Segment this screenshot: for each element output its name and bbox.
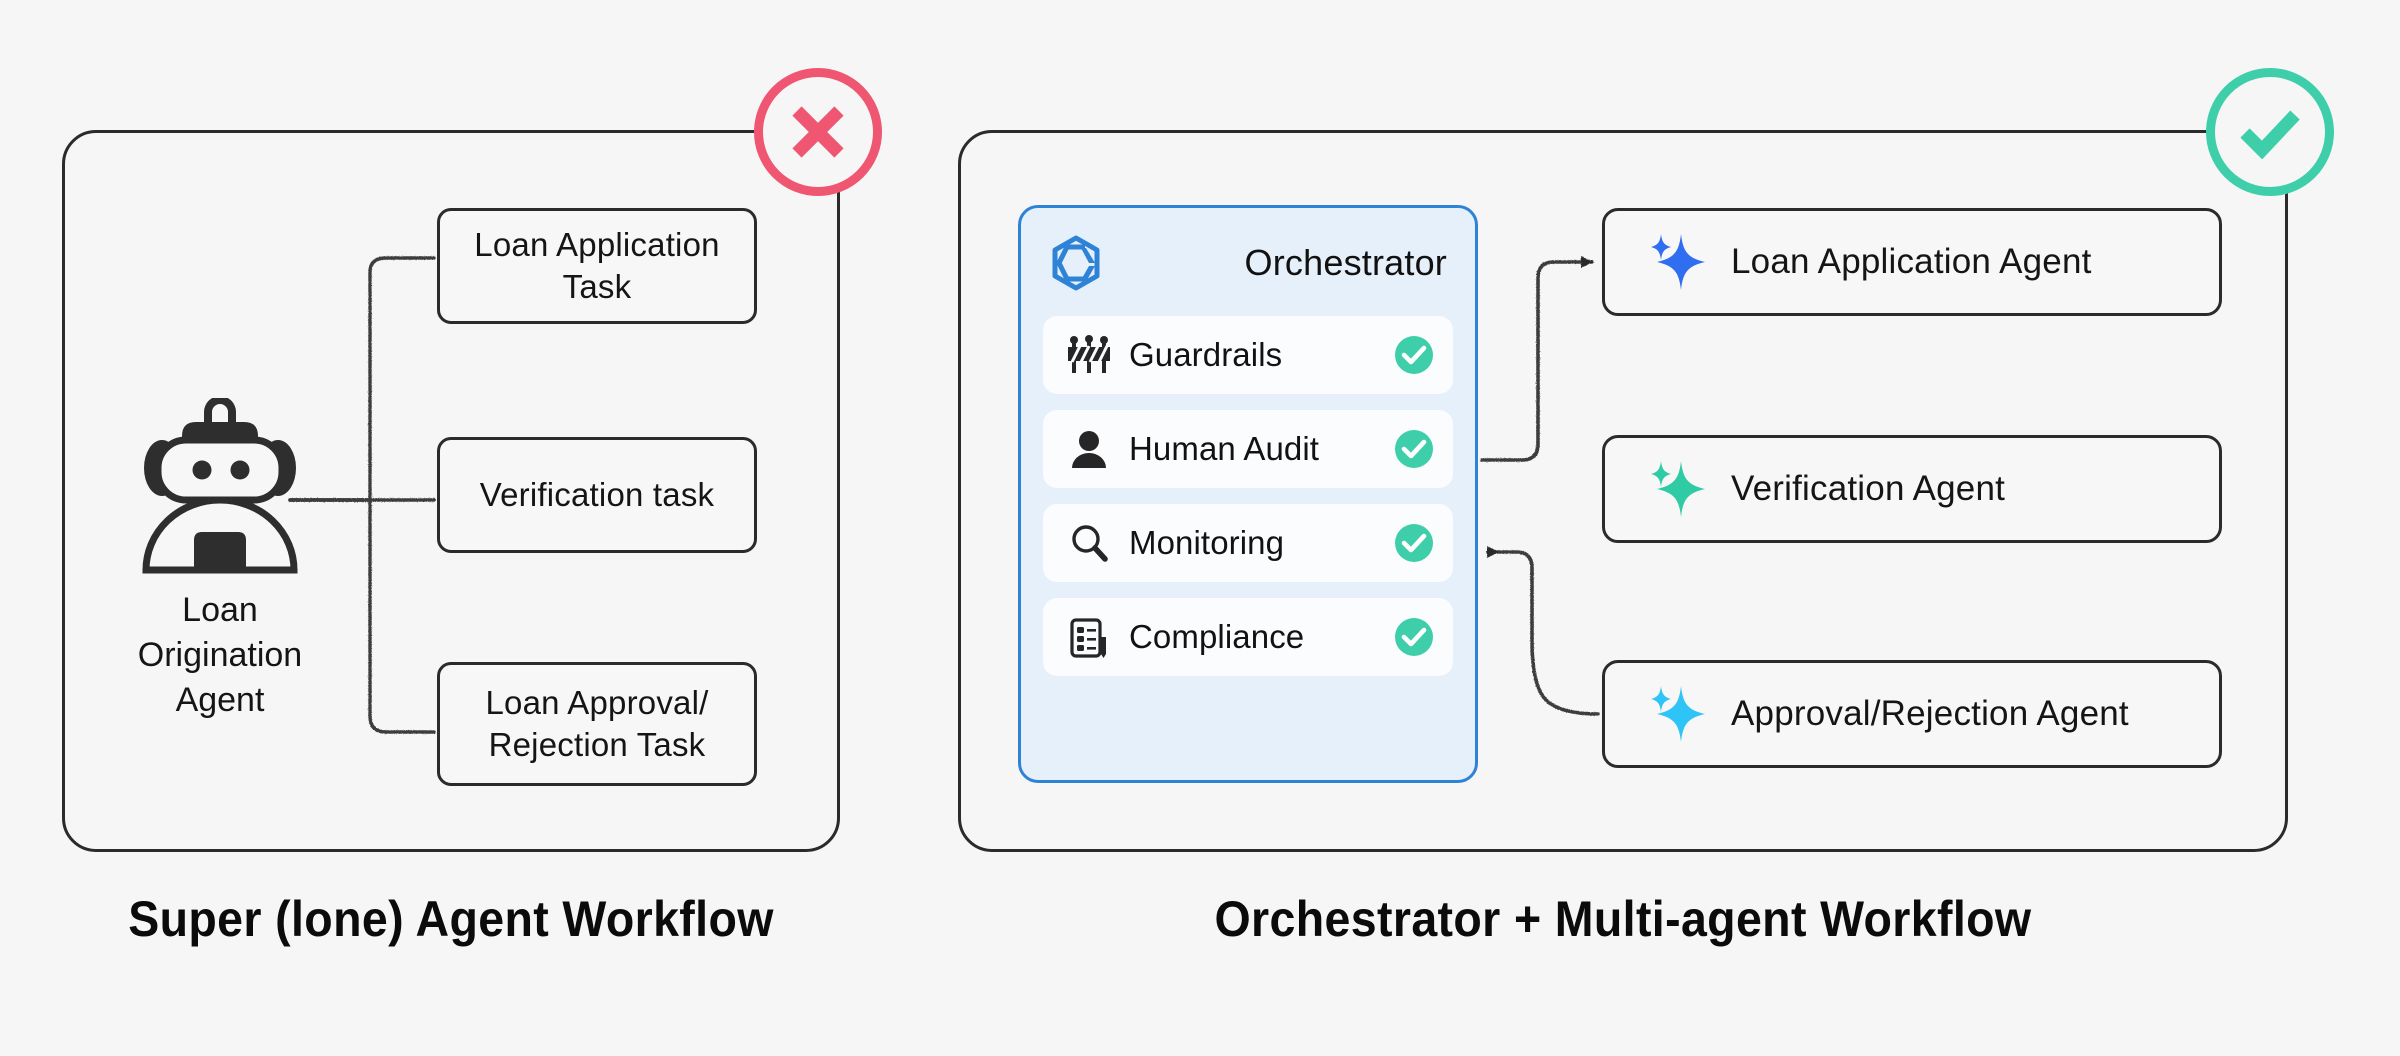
task-label-line: Task	[562, 268, 632, 305]
loan-origination-agent-label: Loan Origination Agent	[100, 588, 340, 724]
agent-card[interactable]: Approval/Rejection Agent	[1602, 660, 2222, 768]
task-box[interactable]: Loan Application Task	[437, 208, 757, 324]
task-label-line: Loan Application	[474, 225, 720, 263]
agent-card-label: Verification Agent	[1731, 469, 2006, 508]
task-box[interactable]: Loan Approval/ Rejection Task	[437, 662, 757, 786]
orchestrator-title: Orchestrator	[1244, 242, 1447, 283]
orchestrator-row-guardrails[interactable]: Guardrails	[1043, 316, 1453, 394]
check-badge-icon	[1391, 522, 1437, 564]
agent-card-label: Approval/Rejection Agent	[1731, 694, 2129, 733]
task-box[interactable]: Verification task	[437, 437, 757, 553]
magnifier-icon	[1061, 522, 1117, 564]
agent-card[interactable]: Verification Agent	[1602, 435, 2222, 543]
orchestrator-row-label: Compliance	[1129, 618, 1305, 655]
connector-agent-to-task-2	[288, 498, 436, 734]
orchestrator-row-monitoring[interactable]: Monitoring	[1043, 504, 1453, 582]
task-label-line: Verification task	[479, 475, 715, 513]
connector-agent-to-task-0	[288, 256, 436, 502]
orchestrator-row-label: Human Audit	[1129, 430, 1320, 467]
barrier-icon	[1061, 335, 1117, 375]
sparkle-icon	[1639, 682, 1717, 746]
orchestrator-row-compliance[interactable]: Compliance	[1043, 598, 1453, 676]
agent-card-label: Loan Application Agent	[1731, 242, 2092, 281]
check-badge-icon	[1391, 428, 1437, 470]
orchestrator-row-label: Guardrails	[1129, 336, 1283, 373]
loan-origination-agent: Loan Origination Agent	[120, 396, 320, 728]
left-panel-caption: Super (lone) Agent Workflow	[128, 891, 774, 947]
orchestrator-row-human-audit[interactable]: Human Audit	[1043, 410, 1453, 488]
person-icon	[1061, 428, 1117, 470]
clipboard-checklist-icon	[1061, 615, 1117, 659]
check-badge-icon	[1391, 334, 1437, 376]
connector-orchestrator-to-agent-0	[1480, 256, 1594, 462]
connector-agent-2-to-orchestrator	[1486, 546, 1600, 716]
orchestrator-row-label: Monitoring	[1129, 524, 1285, 561]
agent-label-line-2: Origination	[137, 636, 303, 675]
orchestrator-header: Orchestrator	[1043, 226, 1453, 300]
right-panel-caption: Orchestrator + Multi-agent Workflow	[1214, 891, 2032, 947]
robot-icon	[142, 396, 298, 574]
task-label-line: Loan Approval/	[485, 683, 709, 721]
agent-label-line-3: Agent	[175, 681, 265, 720]
check-badge-icon	[1391, 616, 1437, 658]
agent-card[interactable]: Loan Application Agent	[1602, 208, 2222, 316]
cross-circle-icon	[754, 68, 882, 196]
agent-label-line-1: Loan	[182, 591, 258, 629]
sparkle-icon	[1639, 230, 1717, 294]
sparkle-icon	[1639, 457, 1717, 521]
check-circle-icon	[2206, 68, 2334, 196]
hexagon-c-logo-icon	[1052, 235, 1100, 291]
task-label-line: Rejection Task	[488, 726, 706, 763]
orchestrator-card[interactable]: Orchestrator	[1018, 205, 1478, 783]
